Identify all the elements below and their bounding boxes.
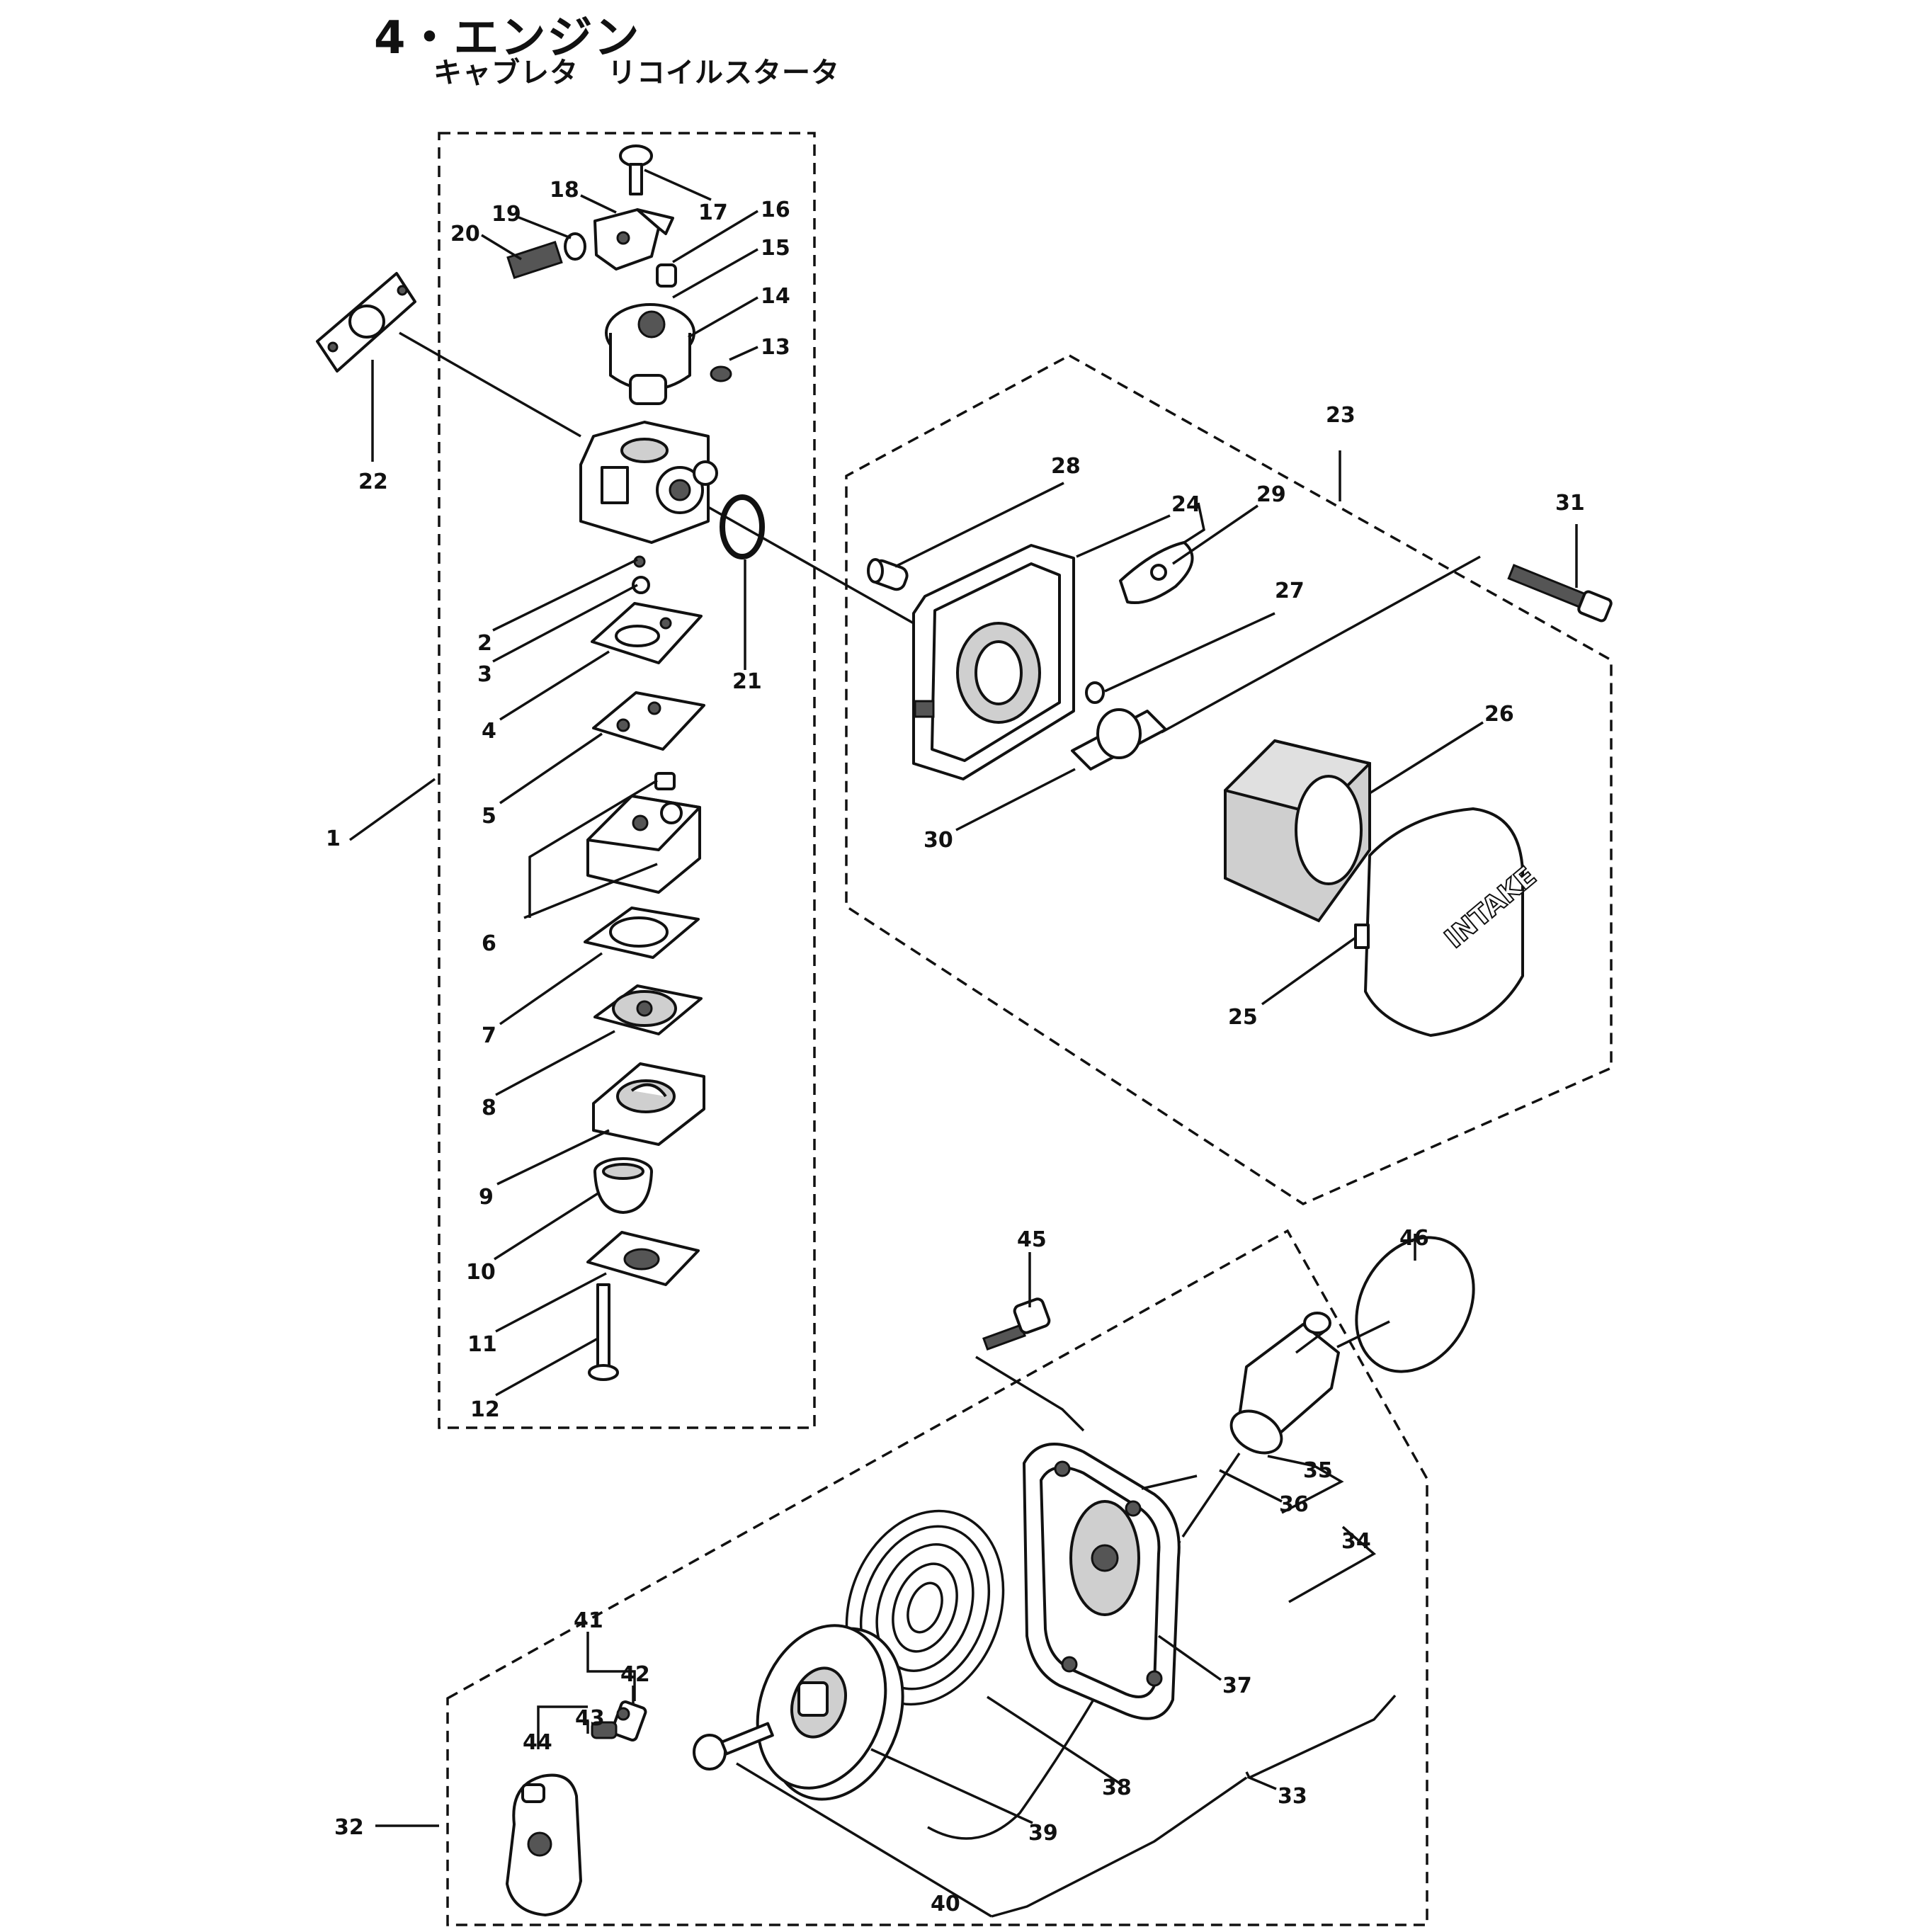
part-6-metering-body xyxy=(586,772,701,894)
recoil-starter-group-frame xyxy=(446,1229,1428,1926)
part-8-metering-diaphragm xyxy=(593,984,703,1035)
page-title: 4・エンジン xyxy=(374,12,641,64)
part-4-pump-gasket xyxy=(591,602,703,664)
label-12: 12 xyxy=(470,1397,500,1422)
carburetor-body xyxy=(579,421,718,544)
part-26-foam-element xyxy=(1224,739,1371,923)
part-43-spring xyxy=(591,1721,618,1739)
label-44: 44 xyxy=(523,1730,552,1755)
label-13: 13 xyxy=(761,335,790,360)
carburetor-group-frame xyxy=(438,132,816,1429)
part-9-metering-cover xyxy=(592,1062,705,1146)
part-22-insulator xyxy=(316,272,416,373)
part-27-o-ring xyxy=(1085,681,1105,704)
leader-lines xyxy=(348,169,1578,1918)
label-43: 43 xyxy=(575,1706,605,1731)
label-34: 34 xyxy=(1341,1529,1371,1554)
label-28: 28 xyxy=(1051,454,1081,479)
label-24: 24 xyxy=(1171,492,1201,517)
label-40: 40 xyxy=(931,1892,960,1916)
label-8: 8 xyxy=(482,1096,496,1120)
label-1: 1 xyxy=(326,826,341,851)
part-25-air-filter-cover: INTAKE xyxy=(1354,807,1542,1037)
part-44-pulley-hub xyxy=(506,1773,582,1916)
label-27: 27 xyxy=(1275,579,1305,603)
label-3: 3 xyxy=(477,662,492,687)
part-37-starter-case xyxy=(1023,1443,1181,1720)
part-31-bolt xyxy=(1507,564,1613,623)
part-24-air-cleaner-base xyxy=(912,544,1075,780)
part-36-handle-cap xyxy=(1229,1409,1283,1455)
label-25: 25 xyxy=(1228,1005,1258,1030)
label-22: 22 xyxy=(358,470,388,494)
label-35: 35 xyxy=(1303,1458,1333,1483)
label-23: 23 xyxy=(1326,403,1356,428)
part-29-choke-lever xyxy=(1119,502,1205,604)
part-5-pump-diaphragm xyxy=(592,691,705,751)
label-30: 30 xyxy=(924,828,953,853)
label-6: 6 xyxy=(482,931,496,956)
label-7: 7 xyxy=(482,1023,496,1048)
label-10: 10 xyxy=(466,1260,496,1285)
part-20-adjust-screw xyxy=(506,241,563,279)
part-12-long-screw xyxy=(588,1283,619,1381)
part-19-washer xyxy=(564,232,586,261)
part-11-primer-plate xyxy=(586,1231,700,1286)
part-3-nut xyxy=(632,576,650,594)
label-21: 21 xyxy=(732,669,762,694)
label-20: 20 xyxy=(450,222,480,246)
label-14: 14 xyxy=(761,284,790,309)
label-2: 2 xyxy=(477,631,492,656)
part-labels: 1 2 3 4 5 6 7 8 9 10 11 12 13 14 15 16 1… xyxy=(326,178,1585,1916)
label-29: 29 xyxy=(1256,482,1286,507)
label-38: 38 xyxy=(1102,1775,1132,1800)
label-18: 18 xyxy=(550,178,579,203)
label-42: 42 xyxy=(620,1662,650,1687)
part-38-spiral-spring xyxy=(845,1509,1005,1706)
label-46: 46 xyxy=(1399,1226,1429,1251)
label-36: 36 xyxy=(1279,1492,1309,1517)
part-39-rope-pulley xyxy=(756,1624,904,1801)
part-45-bolt xyxy=(982,1297,1051,1351)
part-16-cap xyxy=(656,263,677,288)
part-18-bracket xyxy=(593,208,674,271)
label-19: 19 xyxy=(491,202,521,227)
label-16: 16 xyxy=(761,198,790,222)
part-30-choke-plate xyxy=(1071,708,1167,771)
part-40-center-screw xyxy=(693,1722,774,1771)
label-37: 37 xyxy=(1222,1674,1252,1698)
air-filter-group-frame xyxy=(845,354,1613,1205)
label-17: 17 xyxy=(698,200,728,225)
label-31: 31 xyxy=(1555,491,1585,516)
part-46-ring xyxy=(1355,1236,1475,1373)
part-28-spacer xyxy=(867,558,909,591)
part-7-metering-gasket xyxy=(584,907,700,959)
label-15: 15 xyxy=(761,236,790,261)
page-subtitle: キャブレタ リコイルスタータ xyxy=(433,57,840,89)
part-13-clip xyxy=(710,365,732,382)
label-32: 32 xyxy=(334,1815,364,1840)
label-26: 26 xyxy=(1484,702,1514,727)
part-2-ball xyxy=(633,555,646,568)
label-11: 11 xyxy=(467,1332,497,1357)
label-41: 41 xyxy=(574,1608,603,1633)
part-17-screw xyxy=(619,144,653,195)
label-4: 4 xyxy=(482,719,496,744)
label-5: 5 xyxy=(482,804,496,829)
part-42-ratchet xyxy=(610,1700,647,1742)
part-10-primer-bulb xyxy=(593,1157,653,1214)
label-9: 9 xyxy=(479,1185,494,1210)
part-14-15-throttle-assembly xyxy=(605,303,695,405)
label-39: 39 xyxy=(1028,1821,1058,1846)
label-45: 45 xyxy=(1017,1227,1047,1252)
label-33: 33 xyxy=(1278,1784,1307,1809)
